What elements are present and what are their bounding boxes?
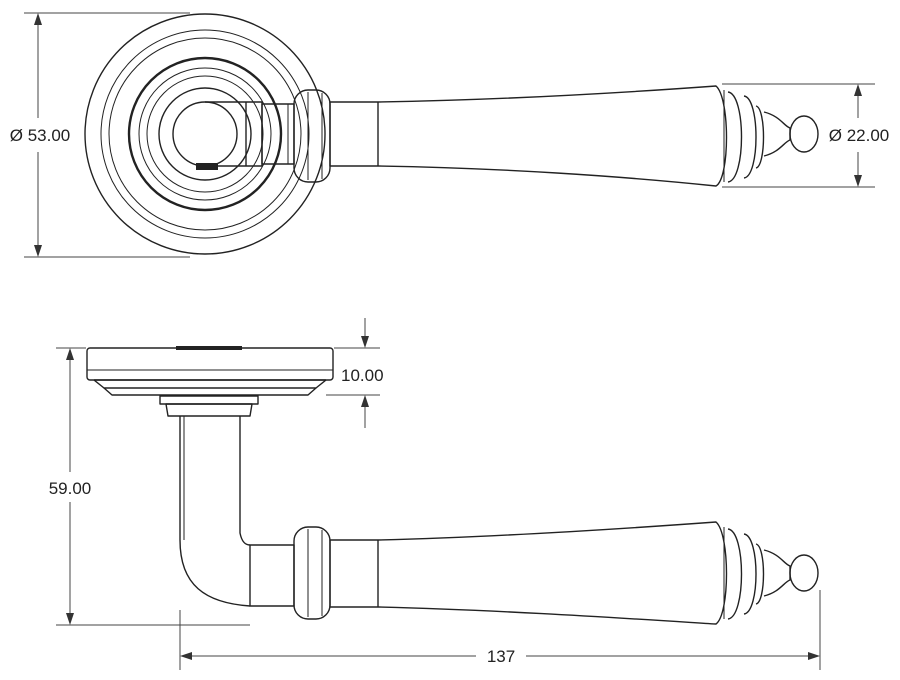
lever-end-diameter-label: Ø 22.00 — [829, 126, 890, 145]
top-view: Ø 53.00 Ø 22.00 — [10, 12, 890, 258]
lever-collar-side — [293, 526, 331, 620]
lever-neck-side — [179, 416, 295, 607]
height-label: 59.00 — [49, 479, 92, 498]
height-dimension: 59.00 — [49, 347, 250, 626]
rose-thickness-label: 10.00 — [341, 366, 384, 385]
rose-diameter-dimension: Ø 53.00 — [10, 12, 190, 258]
lever-end-diameter-dimension: Ø 22.00 — [722, 83, 890, 188]
rose-thickness-dimension: 10.00 — [326, 318, 384, 428]
lever-arm-top — [329, 85, 819, 187]
side-view: 10.00 59.00 137 — [49, 318, 821, 670]
overall-length-label: 137 — [487, 647, 515, 666]
rose-side — [86, 346, 334, 396]
lever-arm-side — [329, 521, 819, 625]
rose-top — [84, 13, 326, 255]
rose-diameter-label: Ø 53.00 — [10, 126, 71, 145]
spindle-boss-side — [159, 395, 259, 417]
overall-length-dimension: 137 — [179, 590, 821, 670]
